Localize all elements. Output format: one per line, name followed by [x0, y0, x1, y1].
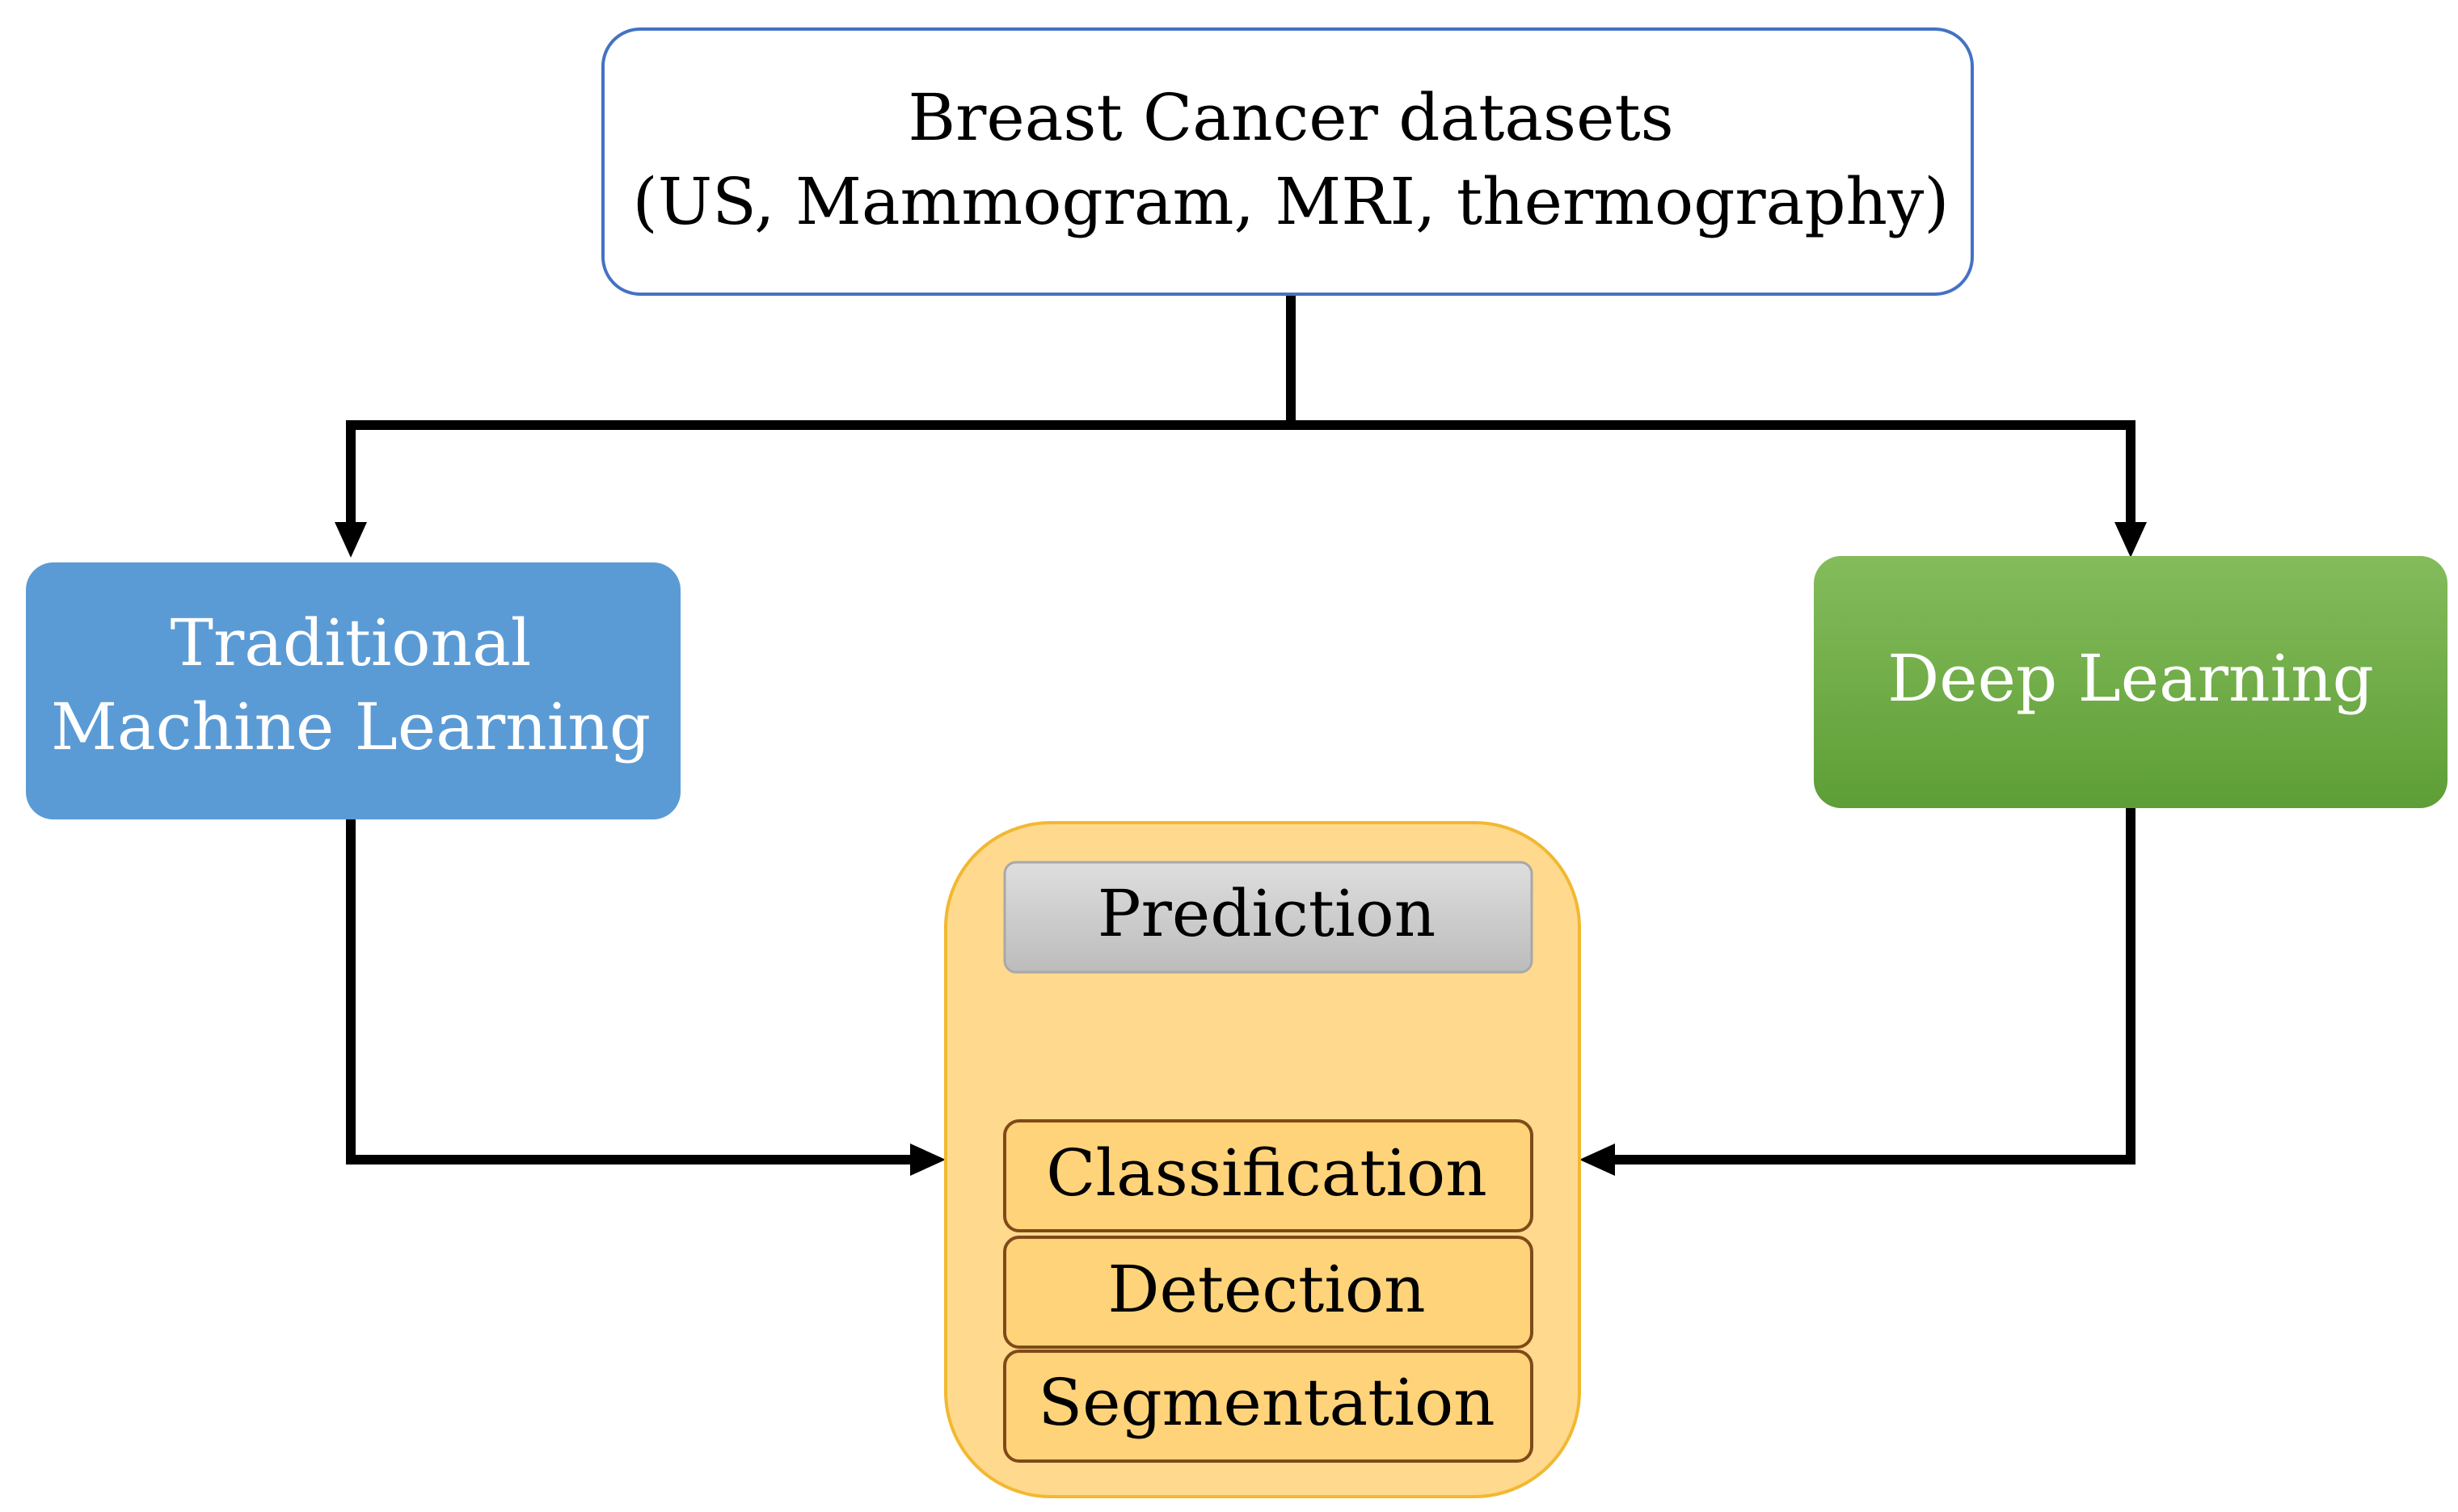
- connector-datasets-to-dl: [1291, 420, 2135, 524]
- datasets-box: [601, 27, 1974, 296]
- connector-datasets-to-ml: [346, 293, 1296, 524]
- traditional-ml-node: Traditional Machine Learning: [26, 562, 681, 819]
- detection-border: [1003, 1236, 1533, 1349]
- segmentation-label: Segmentation: [1038, 1365, 1495, 1440]
- prediction-label: Prediction: [1098, 876, 1436, 951]
- connectors: [335, 293, 2147, 1176]
- tasks-group: Prediction Classification Detection Segm…: [944, 821, 1581, 1498]
- datasets-title: Breast Cancer datasets: [908, 80, 1673, 155]
- arrowhead-ml: [335, 522, 367, 558]
- connector-dl-to-tasks: [1613, 808, 2135, 1165]
- prediction-box: [1003, 861, 1533, 974]
- deep-learning-node: Deep Learning: [1814, 556, 2447, 808]
- classification-label: Classification: [1046, 1135, 1486, 1211]
- datasets-node: Breast Cancer datasets (US, Mammogram, M…: [601, 27, 1974, 296]
- classification-box: [1005, 1121, 1532, 1231]
- arrowhead-dl-to-tasks: [1579, 1143, 1615, 1176]
- arrowhead-dl: [2114, 522, 2147, 558]
- detection-label: Detection: [1107, 1252, 1425, 1327]
- classification-border: [1003, 1119, 1533, 1232]
- traditional-ml-line1: Traditional: [171, 605, 532, 680]
- detection-box: [1005, 1237, 1532, 1347]
- segmentation-border: [1003, 1350, 1533, 1463]
- arrowhead-ml-to-tasks: [910, 1143, 946, 1176]
- traditional-ml-box: [26, 562, 681, 819]
- tasks-container-border: [944, 821, 1581, 1498]
- traditional-ml-line2: Machine Learning: [51, 689, 651, 764]
- datasets-subtitle: (US, Mammogram, MRI, thermography): [633, 164, 1950, 239]
- deep-learning-label: Deep Learning: [1887, 641, 2374, 716]
- segmentation-box: [1005, 1351, 1532, 1461]
- connector-ml-to-tasks: [346, 819, 912, 1165]
- deep-learning-box: [1814, 556, 2447, 808]
